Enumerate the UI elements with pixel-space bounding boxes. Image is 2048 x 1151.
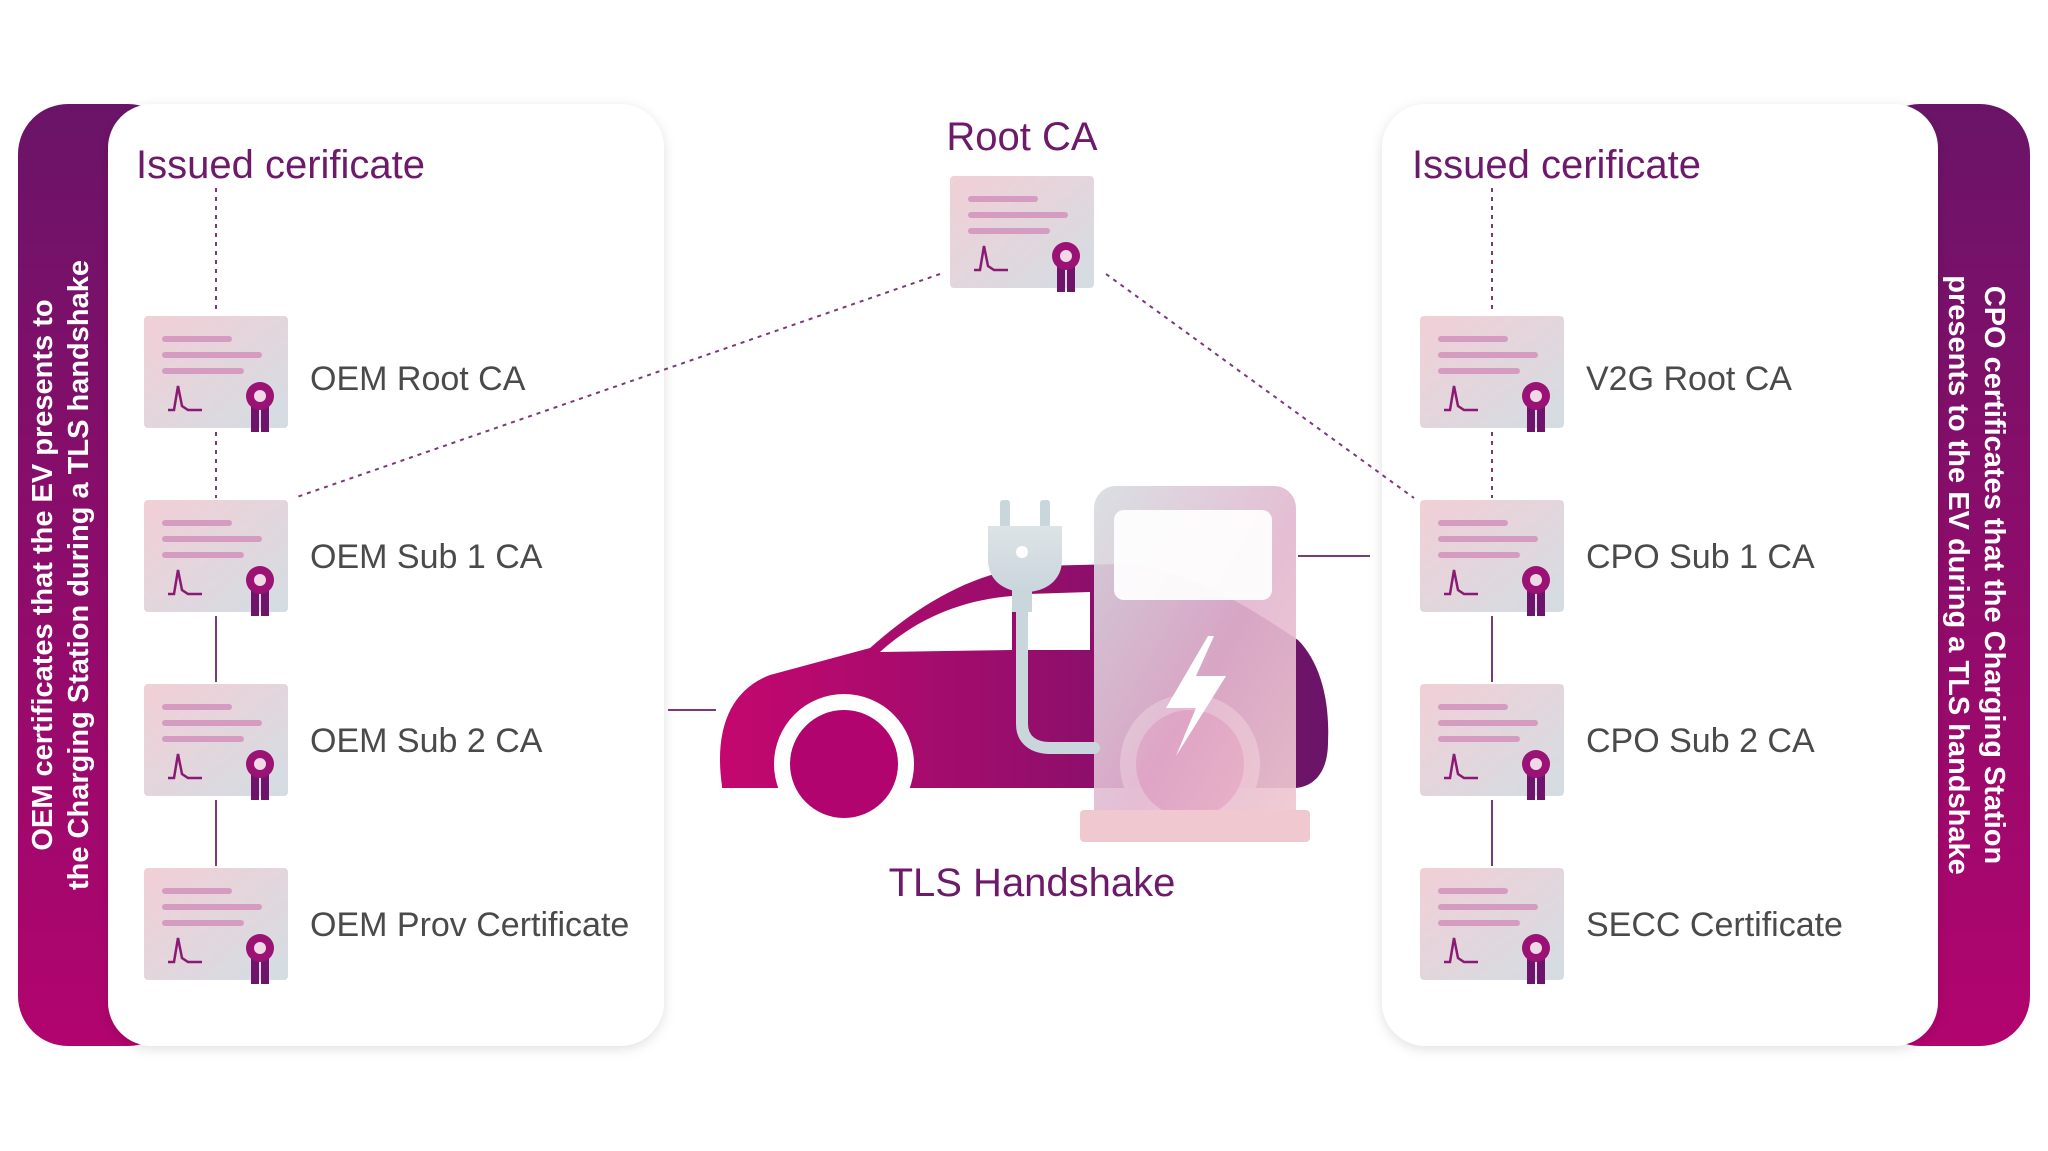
certificate-icon — [142, 866, 290, 984]
certificate-icon — [1418, 682, 1566, 800]
right-side-text-line1: CPO certificates that the Charging Stati… — [1978, 286, 2010, 864]
charging-station-icon — [1080, 486, 1310, 842]
left-heading: Issued cerificate — [136, 143, 425, 187]
root-ca-label: Root CA — [946, 115, 1097, 159]
root-to-cpo-sub1-link — [1105, 273, 1415, 499]
certificate-icon — [142, 314, 290, 432]
left-item-2-label: OEM Sub 2 CA — [310, 722, 543, 760]
certificate-icon — [142, 682, 290, 800]
certificate-icon — [142, 498, 290, 616]
right-item-3-label: SECC Certificate — [1586, 906, 1843, 944]
right-item-2-label: CPO Sub 2 CA — [1586, 722, 1815, 760]
certificate-icon — [948, 174, 1096, 292]
root-ca: Root CA — [946, 115, 1098, 292]
plug-icon — [988, 500, 1100, 754]
left-item-3-label: OEM Prov Certificate — [310, 906, 629, 944]
tls-handshake-label: TLS Handshake — [889, 861, 1176, 905]
lightning-icon — [1166, 636, 1226, 756]
left-panel: OEM certificates that the EV presents to… — [18, 104, 664, 1046]
right-heading: Issued cerificate — [1412, 143, 1701, 187]
left-side-text-line1: OEM certificates that the EV presents to — [27, 299, 59, 850]
left-item-1-label: OEM Sub 1 CA — [310, 538, 543, 576]
left-item-0-label: OEM Root CA — [310, 360, 526, 398]
root-to-oem-sub1-link — [293, 273, 941, 499]
left-side-text-line2: the Charging Station during a TLS handsh… — [63, 260, 95, 890]
right-panel: CPO certificates that the Charging Stati… — [1382, 104, 2030, 1046]
right-side-text-line2: presents to the EV during a TLS handshak… — [1942, 275, 1974, 874]
right-item-1-label: CPO Sub 1 CA — [1586, 538, 1815, 576]
certificate-icon — [1418, 866, 1566, 984]
right-item-0-label: V2G Root CA — [1586, 360, 1792, 398]
certificate-icon — [1418, 498, 1566, 616]
certificate-icon — [1418, 314, 1566, 432]
